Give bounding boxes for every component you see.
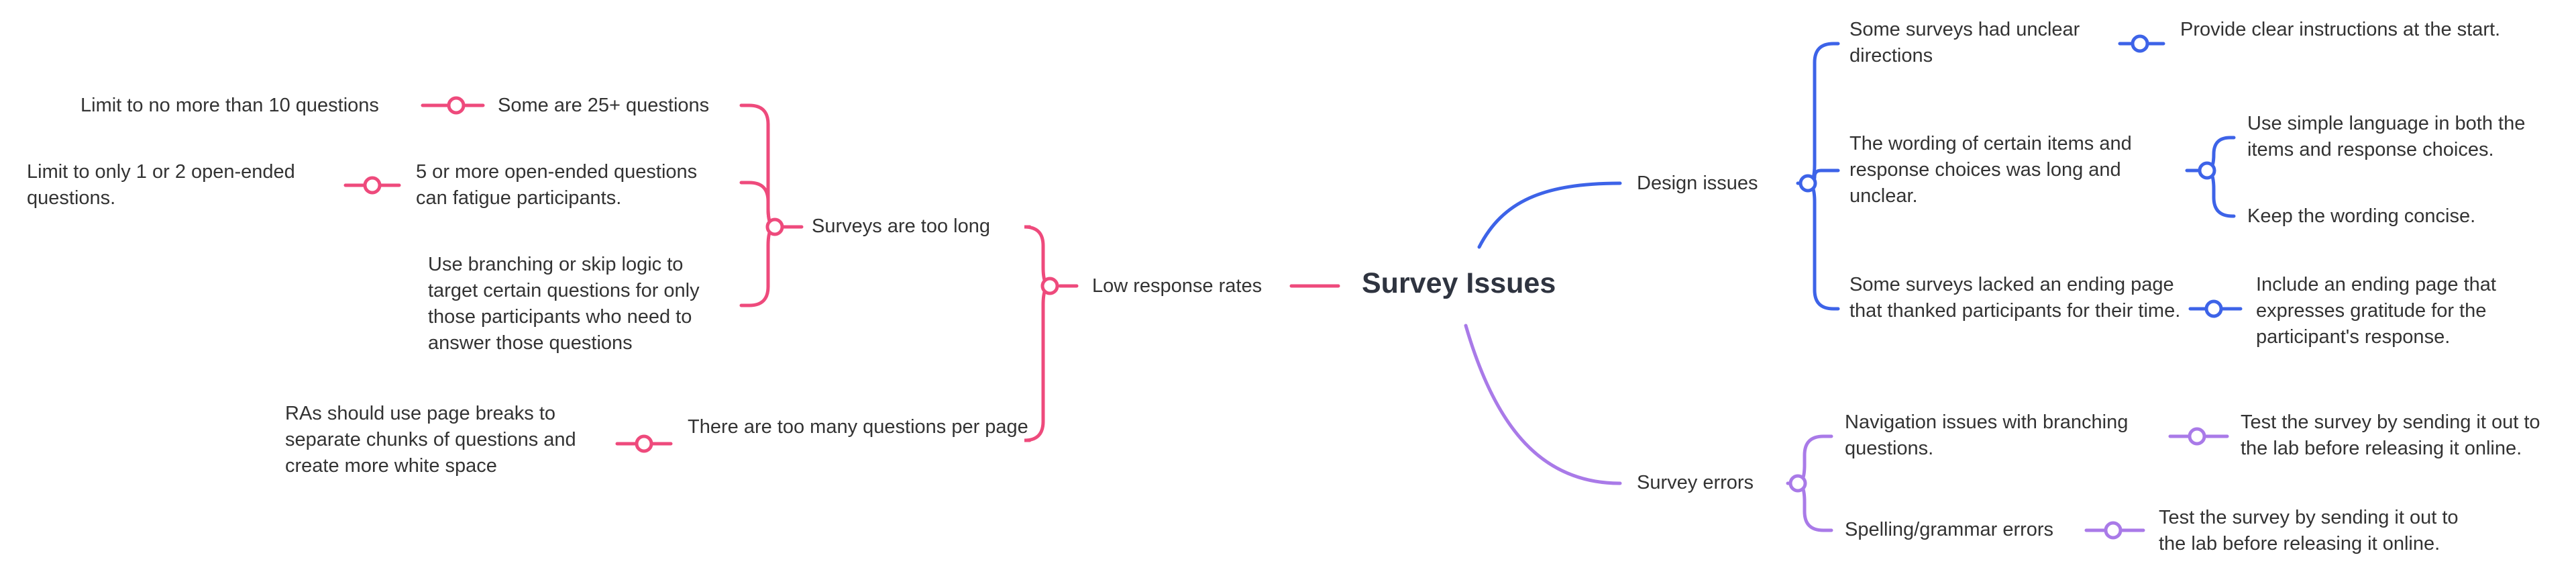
topic-25-questions[interactable]: Some are 25+ questions: [498, 95, 710, 116]
topic-branching-logic[interactable]: Use branching or skip logic to target ce…: [428, 254, 700, 354]
topic-spelling-errors[interactable]: Spelling/grammar errors: [1845, 519, 2054, 540]
fix-clear-instructions[interactable]: Provide clear instructions at the start.: [2180, 19, 2501, 40]
errors-knob[interactable]: [1788, 474, 1807, 493]
topic-open-ended-fatigue[interactable]: 5 or more open-ended questions can fatig…: [416, 161, 698, 209]
spelling-fix-knob[interactable]: [2104, 521, 2123, 540]
unclear-fix-knob[interactable]: [2131, 34, 2149, 53]
topic-surveys-too-long[interactable]: Surveys are too long: [812, 215, 990, 237]
edge-design-ending: [1806, 181, 1840, 311]
design-knob[interactable]: [1799, 174, 1817, 193]
topic-unclear-directions[interactable]: Some surveys had unclear directions: [1849, 19, 2080, 66]
fix-page-breaks[interactable]: RAs should use page breaks to separate c…: [285, 403, 576, 477]
wording-knob[interactable]: [2198, 161, 2216, 180]
fix-test-survey-1[interactable]: Test the survey by sending it out to the…: [2241, 411, 2540, 459]
topic-navigation-issues[interactable]: Navigation issues with branching questio…: [1845, 411, 2129, 459]
too-long-knob[interactable]: [765, 217, 784, 236]
edge-too-long-branch: [739, 225, 777, 307]
edge-root-errors: [1464, 324, 1622, 485]
fix-concise-wording[interactable]: Keep the wording concise.: [2247, 205, 2476, 227]
fix-25-knob[interactable]: [447, 96, 466, 115]
edge-root-design: [1477, 181, 1622, 249]
topic-no-ending-page[interactable]: Some surveys lacked an ending page that …: [1849, 274, 2181, 322]
edge-low-too-long: [1024, 225, 1052, 288]
topic-design-issues[interactable]: Design issues: [1637, 173, 1758, 194]
topic-survey-errors[interactable]: Survey errors: [1637, 472, 1754, 493]
nav-fix-knob[interactable]: [2188, 427, 2206, 446]
fix-simple-language[interactable]: Use simple language in both the items an…: [2247, 113, 2526, 160]
ending-fix-knob[interactable]: [2204, 299, 2223, 318]
fix-too-many-knob[interactable]: [635, 434, 653, 453]
low-response-knob[interactable]: [1040, 277, 1059, 295]
root-topic[interactable]: Survey Issues: [1362, 267, 1556, 299]
fix-ending-page[interactable]: Include an ending page that expresses gr…: [2256, 274, 2496, 348]
topic-low-response-rates[interactable]: Low response rates: [1092, 275, 1263, 297]
topic-long-wording[interactable]: The wording of certain items and respons…: [1849, 133, 2132, 207]
fix-open-knob[interactable]: [363, 176, 382, 195]
topic-too-many-per-page[interactable]: There are too many questions per page: [688, 416, 1028, 438]
fix-limit-open-ended[interactable]: Limit to only 1 or 2 open-ended question…: [27, 161, 295, 209]
edge-design-unclear: [1806, 42, 1840, 185]
fix-test-survey-2[interactable]: Test the survey by sending it out to the…: [2159, 507, 2459, 554]
fix-limit-10-questions[interactable]: Limit to no more than 10 questions: [80, 95, 379, 116]
